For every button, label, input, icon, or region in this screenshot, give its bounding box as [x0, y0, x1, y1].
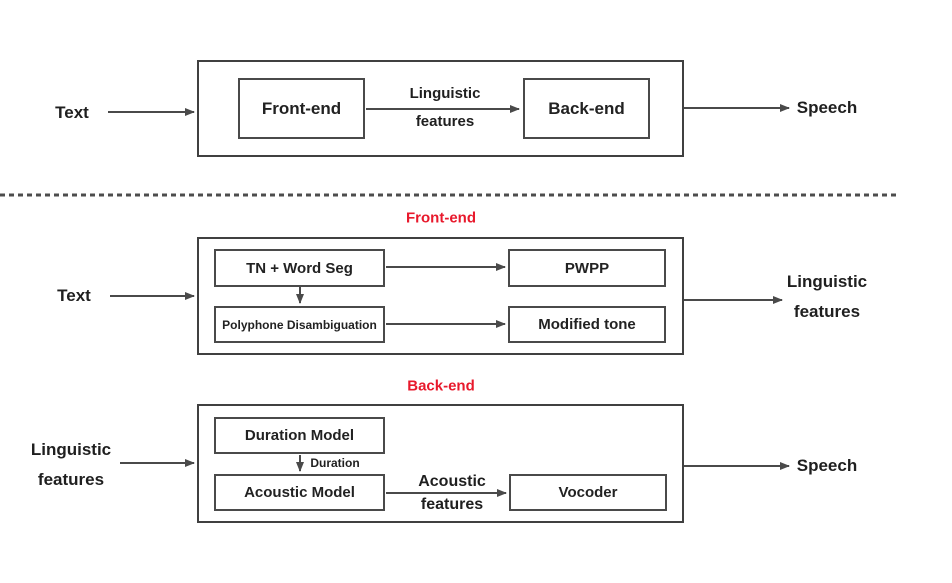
frontend-output-label-line1: Linguistic: [786, 272, 868, 291]
overview-input-label: Text: [55, 103, 89, 122]
duration-model-box: Duration Model: [214, 417, 385, 454]
backend-output-label: Speech: [796, 456, 858, 475]
acoustic-features-label-line2: features: [420, 496, 484, 513]
vocoder-label: Vocoder: [558, 484, 618, 501]
polyphone-disambiguation-label: Polyphone Disambiguation: [222, 317, 377, 332]
acoustic-features-arrow-label: Acoustic features: [418, 470, 486, 516]
backend-section-title: Back-end: [407, 377, 475, 395]
overview-output-label: Speech: [796, 98, 858, 117]
acoustic-features-label-line1: Acoustic: [418, 473, 486, 490]
overview-system-box: [197, 60, 684, 157]
overview-arrow-label-line1: Linguistic: [409, 85, 481, 102]
acoustic-model-box: Acoustic Model: [214, 474, 385, 511]
pwpp-box: PWPP: [508, 249, 666, 287]
overview-frontend-box: Front-end: [238, 78, 365, 139]
backend-input-label-line2: features: [37, 470, 105, 489]
overview-frontend-box-label: Front-end: [261, 98, 342, 118]
backend-input-label: Linguistic features: [31, 435, 111, 495]
frontend-output-label: Linguistic features: [787, 267, 867, 327]
frontend-output-label-line2: features: [793, 302, 861, 321]
pwpp-label: PWPP: [564, 259, 610, 277]
acoustic-model-label: Acoustic Model: [244, 484, 355, 501]
modified-tone-label: Modified tone: [538, 316, 636, 333]
tn-word-seg-box: TN + Word Seg: [214, 249, 385, 287]
duration-arrow-label: Duration: [310, 456, 360, 470]
overview-arrow-label-linguistic-features: Linguistic features: [410, 80, 481, 136]
modified-tone-box: Modified tone: [508, 306, 666, 343]
polyphone-disambiguation-box: Polyphone Disambiguation: [214, 306, 385, 343]
frontend-section-title: Front-end: [406, 209, 476, 227]
overview-backend-box-label: Back-end: [548, 98, 625, 118]
duration-model-label: Duration Model: [244, 427, 355, 444]
frontend-input-label: Text: [57, 286, 91, 305]
tn-word-seg-label: TN + Word Seg: [246, 259, 353, 277]
frontend-detail-box: [197, 237, 684, 355]
backend-input-label-line1: Linguistic: [30, 440, 112, 459]
vocoder-box: Vocoder: [509, 474, 667, 511]
overview-arrow-label-line2: features: [415, 113, 475, 130]
backend-detail-box: [197, 404, 684, 523]
overview-backend-box: Back-end: [523, 78, 650, 139]
